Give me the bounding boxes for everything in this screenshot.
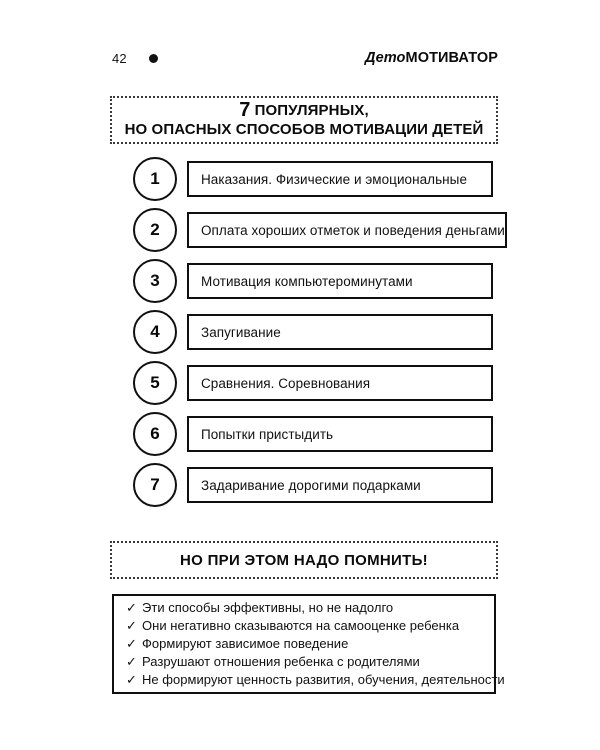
list-item[interactable]: 7 Задаривание дорогими подарками	[133, 463, 493, 507]
item-number-circle: 5	[133, 361, 177, 405]
check-mark-icon: ✓	[126, 600, 137, 616]
item-label: Мотивация компьютероминутами	[201, 273, 413, 289]
item-number-circle: 7	[133, 463, 177, 507]
list-item[interactable]: 5 Сравнения. Соревнования	[133, 361, 493, 405]
item-text-box: Попытки пристыдить	[187, 416, 493, 452]
remember-banner: НО ПРИ ЭТОМ НАДО ПОМНИТЬ!	[110, 541, 498, 579]
running-header: 42 ДетоМОТИВАТОР	[112, 46, 498, 70]
item-label: Задаривание дорогими подарками	[201, 477, 421, 493]
item-number-circle: 4	[133, 310, 177, 354]
item-label: Сравнения. Соревнования	[201, 375, 371, 391]
item-label: Наказания. Физические и эмоциональные	[201, 171, 467, 187]
item-label: Запугивание	[201, 324, 281, 340]
title-line-1: 7 ПОПУЛЯРНЫХ,	[239, 98, 369, 121]
list-item[interactable]: 4 Запугивание	[133, 310, 493, 354]
list-item[interactable]: 6 Попытки пристыдить	[133, 412, 493, 456]
check-mark-icon: ✓	[126, 636, 137, 652]
title-number: 7	[239, 98, 251, 121]
bullet-dot-icon	[148, 53, 158, 63]
item-text-box: Запугивание	[187, 314, 493, 350]
title-line-1-rest: ПОПУЛЯРНЫХ,	[250, 101, 369, 119]
item-label: Оплата хороших отметок и поведения деньг…	[201, 222, 505, 238]
check-mark-icon: ✓	[126, 654, 137, 670]
checklist-item-label: Формируют зависимое поведение	[142, 635, 349, 651]
item-number-circle: 3	[133, 259, 177, 303]
item-text-box: Задаривание дорогими подарками	[187, 467, 493, 503]
check-mark-icon: ✓	[126, 672, 137, 688]
title-line-2: НО ОПАСНЫХ СПОСОБОВ МОТИВАЦИИ ДЕТЕЙ	[124, 120, 484, 138]
brand-title-part-1: Дето	[365, 50, 406, 66]
item-text-box: Мотивация компьютероминутами	[187, 263, 493, 299]
page-number: 42	[112, 50, 127, 66]
checklist-item-label: Разрушают отношения ребенка с родителями	[142, 653, 420, 669]
title-banner: 7 ПОПУЛЯРНЫХ, НО ОПАСНЫХ СПОСОБОВ МОТИВА…	[110, 96, 498, 144]
item-label: Попытки пристыдить	[201, 426, 334, 442]
checklist-item-label: Они негативно сказываются на самооценке …	[142, 617, 460, 633]
list-item[interactable]: 3 Мотивация компьютероминутами	[133, 259, 493, 303]
checklist-item: ✓ Разрушают отношения ребенка с родителя…	[126, 654, 484, 671]
brand-title: ДетоМОТИВАТОР	[365, 50, 498, 66]
checklist-item-label: Не формируют ценность развития, обучения…	[142, 671, 505, 687]
checklist-item-label: Эти способы эффективны, но не надолго	[142, 599, 394, 615]
checklist-item: ✓ Они негативно сказываются на самооценк…	[126, 618, 484, 635]
checklist-box: ✓ Эти способы эффективны, но не надолго …	[112, 594, 505, 694]
item-number-circle: 2	[133, 208, 177, 252]
list-item[interactable]: 2 Оплата хороших отметок и поведения ден…	[133, 208, 507, 252]
item-text-box: Оплата хороших отметок и поведения деньг…	[187, 212, 507, 248]
list-item[interactable]: 1 Наказания. Физические и эмоциональные	[133, 157, 493, 201]
checklist-item: ✓ Не формируют ценность развития, обучен…	[126, 672, 505, 689]
brand-title-part-2: МОТИВАТОР	[405, 50, 498, 66]
checklist-item: ✓ Эти способы эффективны, но не надолго	[126, 600, 484, 617]
item-number-circle: 1	[133, 157, 177, 201]
check-mark-icon: ✓	[126, 618, 137, 634]
remember-banner-text: НО ПРИ ЭТОМ НАДО ПОМНИТЬ!	[180, 551, 428, 569]
item-text-box: Наказания. Физические и эмоциональные	[187, 161, 493, 197]
checklist-item: ✓ Формируют зависимое поведение	[126, 636, 484, 653]
item-number-circle: 6	[133, 412, 177, 456]
item-text-box: Сравнения. Соревнования	[187, 365, 493, 401]
